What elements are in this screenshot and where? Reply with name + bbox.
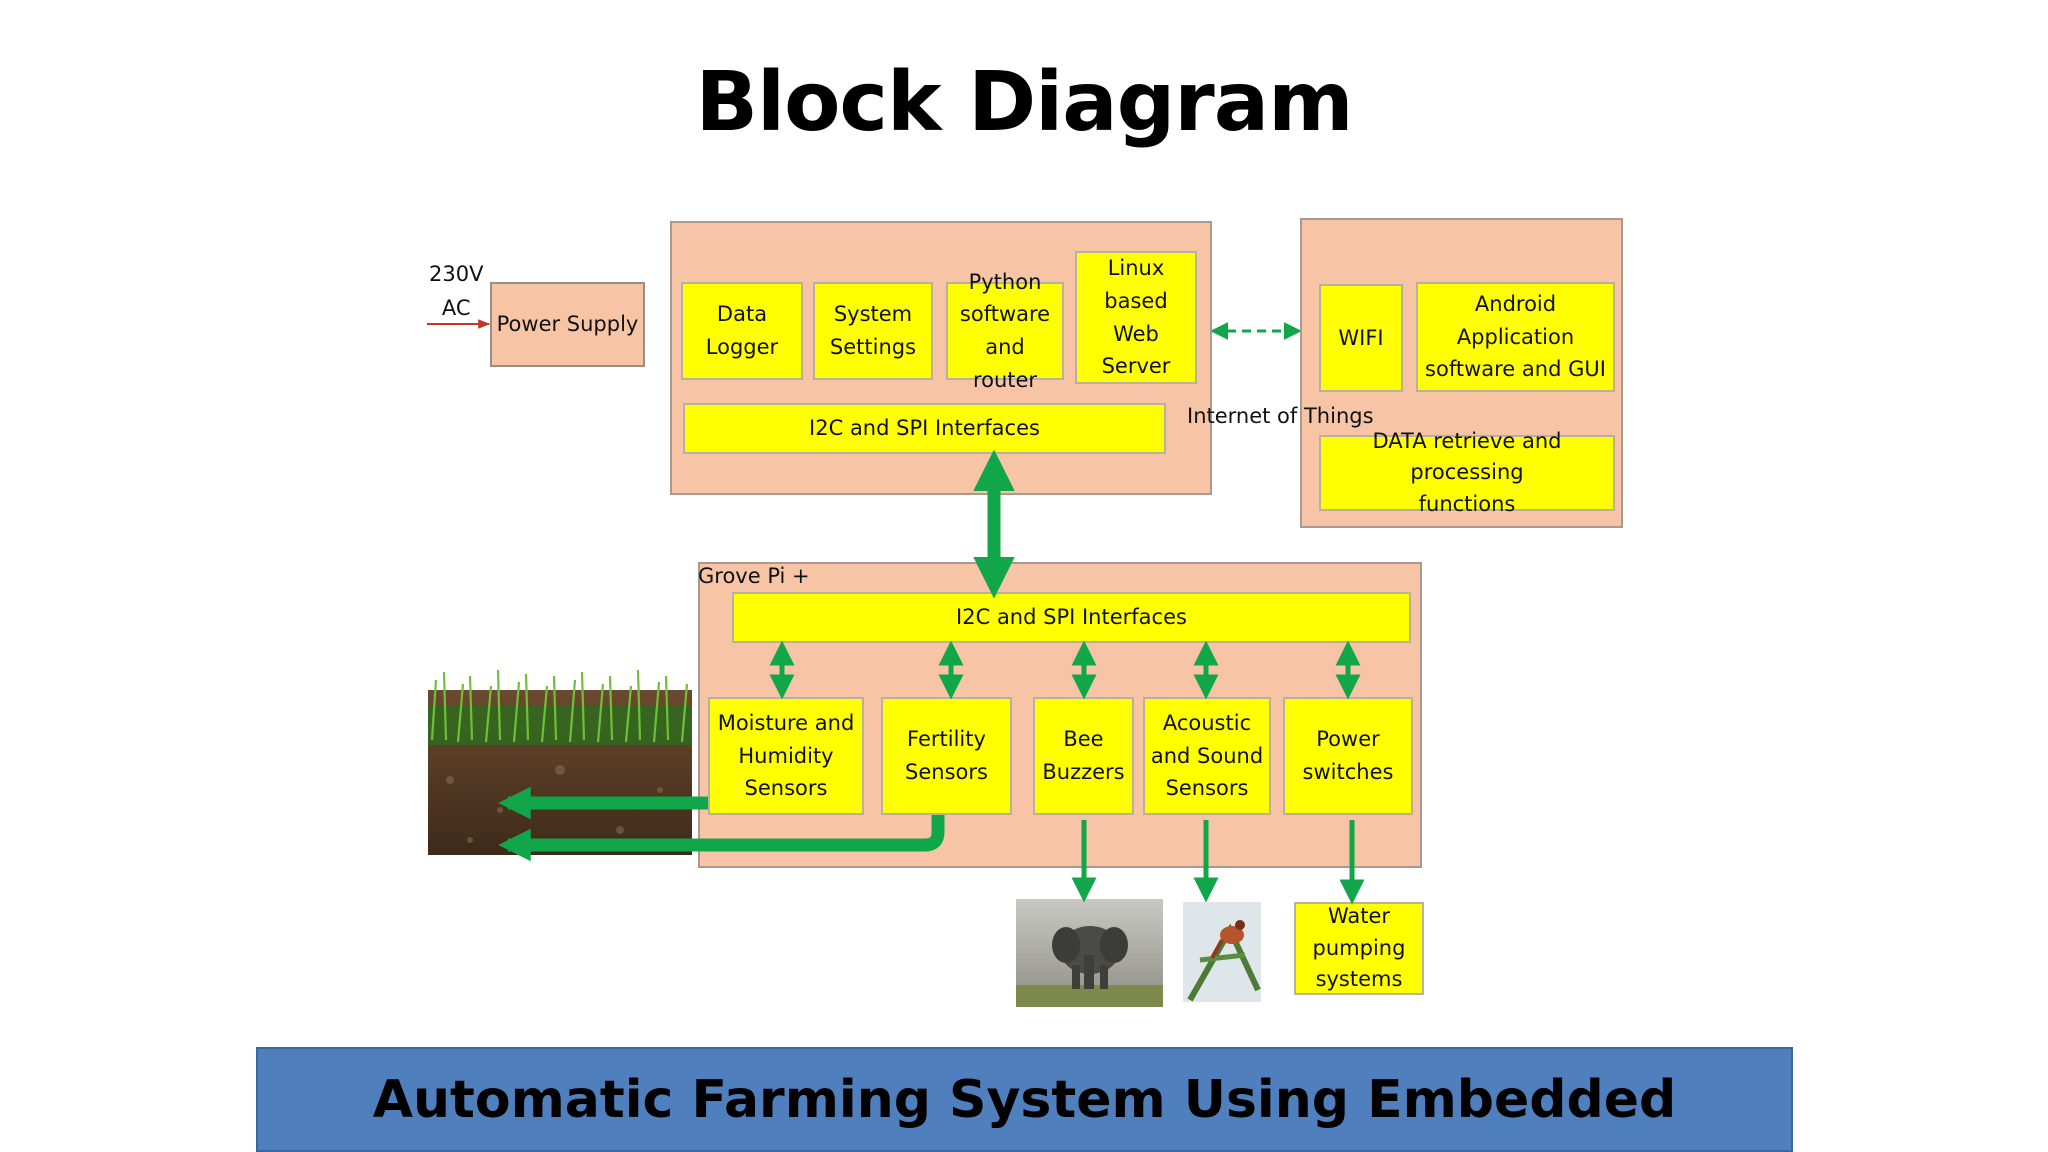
footer-banner: Automatic Farming System Using Embedded: [256, 1047, 1793, 1152]
fertility-sensors-box: Fertility Sensors: [881, 697, 1012, 815]
controller-interfaces-box: I2C and SPI Interfaces: [683, 403, 1166, 454]
python-software-box: Python software and router: [946, 270, 1064, 392]
grove-label: Grove Pi +: [698, 564, 810, 588]
system-settings-box: System Settings: [813, 282, 933, 380]
bee-buzzers-box: Bee Buzzers: [1033, 697, 1134, 815]
acoustic-sensors-box: Acoustic and Sound Sensors: [1143, 697, 1271, 815]
wifi-box: WIFI: [1319, 284, 1403, 392]
slide-title: Block Diagram: [695, 55, 1353, 150]
moisture-sensors-box: Moisture and Humidity Sensors: [708, 697, 864, 815]
power-supply-box: Power Supply: [490, 282, 645, 367]
ac-input-label: 230V AC: [429, 262, 484, 320]
data-logger-box: Data Logger: [681, 282, 803, 380]
bird-image: [1183, 902, 1261, 1002]
grove-interfaces-box: I2C and SPI Interfaces: [732, 592, 1411, 643]
soil-grass-image: [428, 669, 692, 855]
android-app-box: Android Application software and GUI: [1416, 282, 1615, 392]
water-pumping-box: Water pumping systems: [1294, 902, 1424, 995]
linux-server-box: Linux based Web Server: [1075, 251, 1197, 384]
power-switches-box: Power switches: [1283, 697, 1413, 815]
data-functions-box: DATA retrieve and processing functions: [1319, 429, 1615, 516]
elephant-image: [1016, 899, 1163, 1007]
iot-label: Internet of Things: [1187, 404, 1374, 428]
